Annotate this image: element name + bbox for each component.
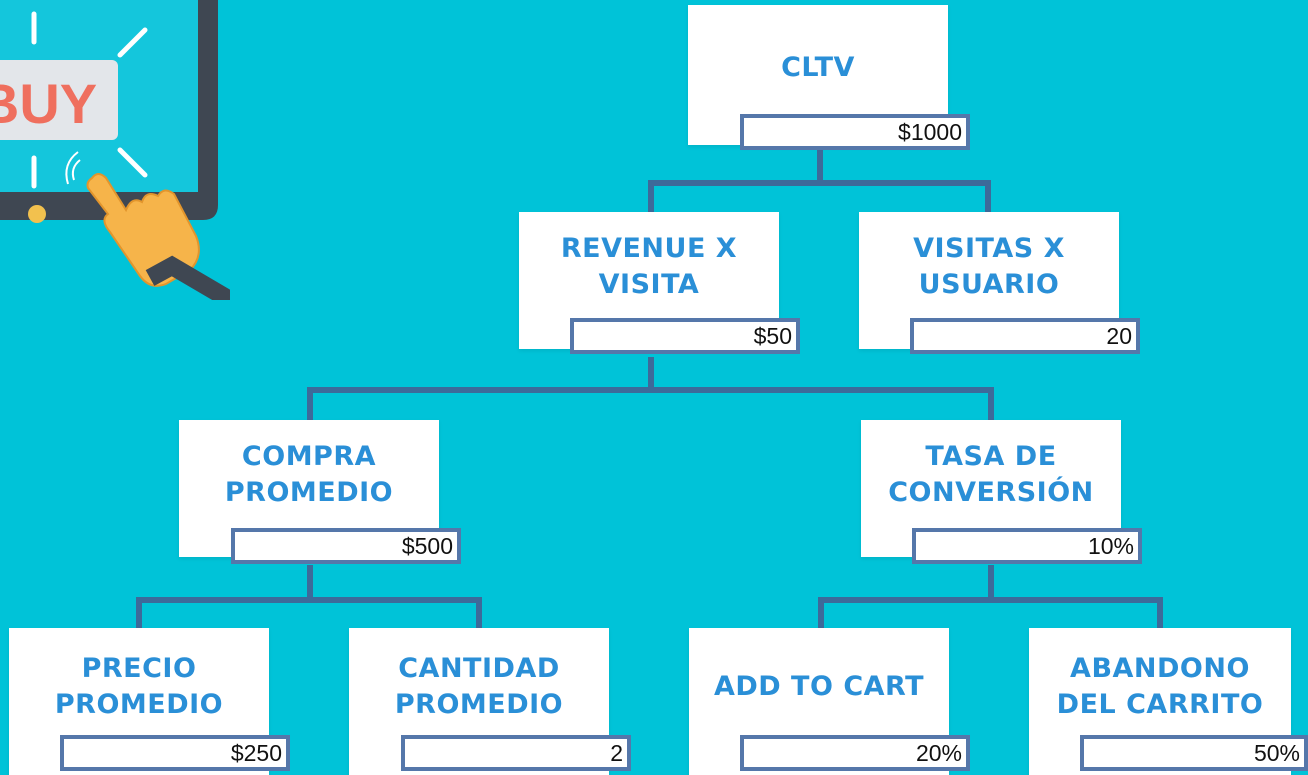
node-conversion-rate-title: TASA DE CONVERSIÓN <box>888 441 1094 508</box>
node-cart-abandonment-value: 50% <box>1080 735 1308 771</box>
buy-illustration: BUY <box>0 0 235 308</box>
node-cart-abandonment-title: ABANDONO DEL CARRITO <box>1056 652 1264 720</box>
node-avg-quantity-title: CANTIDAD PROMEDIO <box>394 652 564 720</box>
hand-pressing-buy-button-icon: BUY <box>0 0 235 308</box>
buy-button-text: BUY <box>0 72 97 135</box>
node-avg-purchase-value: $500 <box>231 528 461 564</box>
node-visits-per-user-value: 20 <box>910 318 1140 354</box>
node-cltv-title: CLTV <box>781 51 855 83</box>
node-avg-price-value: $250 <box>60 735 290 771</box>
node-revenue-per-visit-title: REVENUE X VISITA <box>560 233 738 300</box>
node-conversion-rate-value: 10% <box>912 528 1142 564</box>
node-revenue-per-visit-value: $50 <box>570 318 800 354</box>
node-visits-per-user-title: VISITAS X USUARIO <box>913 233 1065 300</box>
node-avg-price-title: PRECIO PROMEDIO <box>54 652 224 720</box>
node-avg-quantity-value: 2 <box>401 735 631 771</box>
node-add-to-cart-title: ADD TO CART <box>713 670 925 702</box>
node-avg-purchase-title: COMPRA PROMEDIO <box>224 441 394 508</box>
node-cltv-value: $1000 <box>740 114 970 150</box>
node-add-to-cart-value: 20% <box>740 735 970 771</box>
